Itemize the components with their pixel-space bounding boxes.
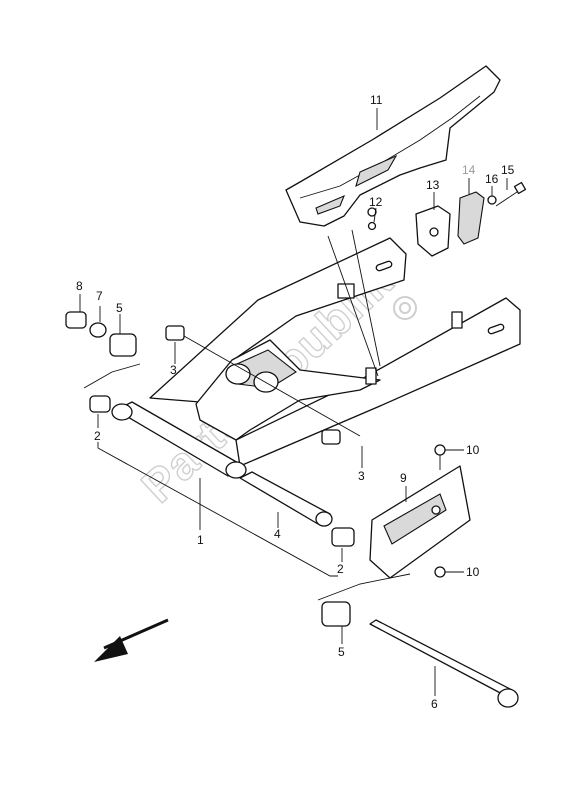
cap-8-part <box>65 311 87 329</box>
callout-13: 13 <box>426 178 440 192</box>
callout-5a: 5 <box>116 301 123 315</box>
screw-12-part <box>367 221 377 231</box>
cushion-mount-part <box>225 363 279 393</box>
callout-6: 6 <box>431 697 438 711</box>
gear-watermark-icon <box>393 296 417 320</box>
spacer-5-upper-part <box>109 333 137 357</box>
callout-10b: 10 <box>466 565 480 579</box>
callout-2a: 2 <box>94 429 101 443</box>
callout-3b: 3 <box>358 469 365 483</box>
washer-16-part <box>487 195 497 205</box>
callout-4: 4 <box>274 527 281 541</box>
callout-9: 9 <box>400 471 407 485</box>
bolt-10-upper-part <box>434 444 446 470</box>
bearing-2-left-part <box>89 395 111 413</box>
chain-case-part <box>285 65 501 227</box>
spacer-pipe-part <box>239 471 333 527</box>
bolt-10-lower-part <box>434 566 446 578</box>
leader-lines <box>79 108 508 696</box>
bearing-3-upper-part <box>165 325 185 341</box>
callout-7: 7 <box>96 289 103 303</box>
callout-5b: 5 <box>338 645 345 659</box>
pivot-shaft-part <box>369 619 519 708</box>
chain-pad-part <box>457 191 485 245</box>
callout-numbers: 1 2 2 3 3 4 5 5 6 7 8 9 10 10 11 12 13 1… <box>76 93 515 711</box>
callout-12: 12 <box>369 195 383 209</box>
seal-7-part <box>89 322 107 338</box>
callout-15: 15 <box>501 163 515 177</box>
callout-2b: 2 <box>337 562 344 576</box>
callout-10a: 10 <box>466 443 480 457</box>
chain-guide-part <box>415 205 451 257</box>
callout-11: 11 <box>370 93 383 107</box>
spacer-5-lower-part <box>321 601 351 627</box>
bearing-3-lower-part <box>321 429 341 445</box>
bearing-2-right-part <box>331 527 355 547</box>
callout-8: 8 <box>76 279 83 293</box>
guard-part <box>369 465 471 579</box>
callout-1: 1 <box>197 533 204 547</box>
callout-14: 14 <box>462 163 476 177</box>
callout-3a: 3 <box>170 363 177 377</box>
front-direction-arrow-icon <box>94 618 169 662</box>
bolt-15-part <box>495 181 527 207</box>
callout-16: 16 <box>485 172 499 186</box>
